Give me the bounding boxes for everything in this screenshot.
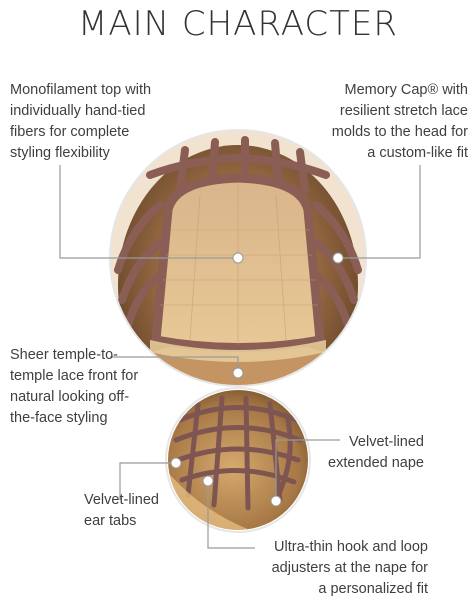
callout-monofilament: Monofilament top with individually hand-… — [10, 82, 152, 161]
cap-back-frame — [165, 387, 311, 533]
callout-velvet-ear-tabs: Velvet-lined ear tabs — [84, 492, 159, 529]
callout-adjusters: Ultra-thin hook and loop adjusters at th… — [271, 539, 428, 597]
callout-velvet-nape: Velvet-lined extended nape — [328, 434, 424, 471]
callout-sheer-lace: Sheer temple-to- temple lace front for n… — [10, 347, 139, 426]
cap-back-view — [168, 390, 308, 530]
leader-lines — [59, 165, 421, 549]
page-title: MAIN CHARACTER — [78, 4, 398, 44]
cap-top-view — [110, 130, 366, 386]
callout-memory-cap: Memory Cap® with resilient stretch lace … — [331, 82, 468, 161]
leader-dots — [170, 252, 344, 507]
